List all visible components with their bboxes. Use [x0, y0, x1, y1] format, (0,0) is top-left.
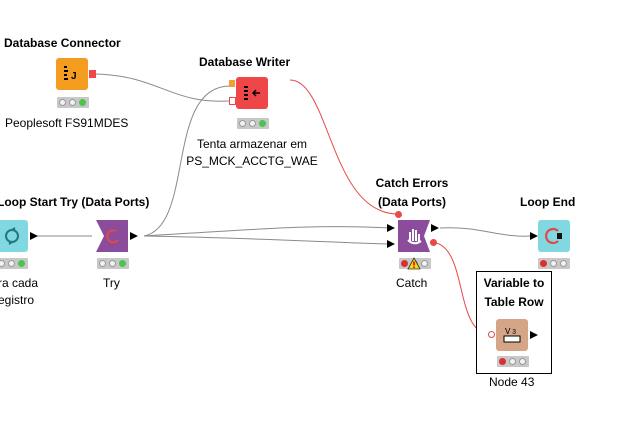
input-port-triangle[interactable] — [529, 231, 539, 241]
node-label-node-43[interactable]: Node 43 — [489, 375, 535, 389]
status-dot-red — [99, 260, 106, 267]
status-traffic-light — [497, 356, 529, 367]
output-port-triangle[interactable] — [430, 223, 440, 233]
try-icon — [96, 220, 128, 252]
input-port-triangle[interactable] — [386, 239, 396, 249]
status-dot-red — [239, 120, 246, 127]
input-port-flow-variable[interactable] — [488, 331, 495, 338]
output-port-triangle[interactable] — [29, 231, 39, 241]
connection-try-to-catch-top — [143, 226, 389, 237]
output-port-triangle[interactable] — [129, 231, 139, 241]
database-icon: J — [64, 66, 77, 82]
status-traffic-light — [0, 258, 28, 269]
status-traffic-light — [57, 97, 89, 108]
node-label-loop-start[interactable]: ra cada egistro — [0, 275, 38, 309]
svg-text:J: J — [71, 71, 77, 82]
node-title-line: (Data Ports) — [377, 195, 446, 209]
status-traffic-light — [237, 118, 269, 129]
node-label-try[interactable]: Try — [103, 276, 120, 290]
status-dot-red — [59, 99, 66, 106]
node-label-line: PS_MCK_ACCTG_WAE — [186, 154, 318, 168]
status-dot-green — [259, 120, 266, 127]
input-port-triangle[interactable] — [386, 223, 396, 233]
connection-connector-to-writer — [95, 73, 230, 102]
flow-variable-writer-to-catch — [289, 79, 399, 215]
catch-hand-icon — [398, 220, 430, 252]
status-dot-red — [499, 358, 506, 365]
status-dot-green — [560, 260, 567, 267]
status-dot-green — [519, 358, 526, 365]
node-title-database-writer[interactable]: Database Writer — [199, 55, 291, 69]
node-loop-start[interactable] — [0, 220, 28, 252]
input-port-flow-variable[interactable] — [395, 211, 402, 218]
svg-text:V: V — [505, 327, 511, 337]
status-dot-green — [119, 260, 126, 267]
output-port-flow-variable[interactable] — [430, 239, 437, 246]
node-variable-to-table-row[interactable]: V 3 — [496, 319, 528, 351]
status-dot-yellow — [509, 358, 516, 365]
status-dot-red — [0, 260, 5, 267]
node-database-connector[interactable]: J — [56, 58, 88, 90]
node-title-variable-to-table-row[interactable]: Variable to Table Row — [477, 274, 551, 312]
status-dot-green — [79, 99, 86, 106]
input-port-flow-variable[interactable] — [229, 80, 235, 87]
output-port-database-connection[interactable] — [89, 70, 96, 78]
status-dot-yellow — [69, 99, 76, 106]
table-write-icon — [244, 86, 260, 100]
status-dot-red — [540, 260, 547, 267]
connection-catch-to-loopend — [439, 227, 532, 237]
svg-text:3: 3 — [512, 329, 516, 337]
node-label-catch[interactable]: Catch — [396, 276, 428, 290]
node-label-database-writer[interactable]: Tenta armazenar em PS_MCK_ACCTG_WAE — [180, 136, 324, 170]
status-dot-yellow — [249, 120, 256, 127]
node-label-line: Tenta armazenar em — [196, 137, 308, 151]
status-dot-red — [401, 260, 408, 267]
warning-icon[interactable] — [407, 257, 421, 270]
node-title-loop-start[interactable]: Loop Start — [0, 195, 57, 209]
variable-to-row-icon: V 3 — [503, 327, 521, 343]
node-title-line: Catch Errors — [375, 176, 449, 190]
node-title-line: Table Row — [484, 295, 544, 309]
status-traffic-light — [538, 258, 570, 269]
node-title-try[interactable]: Try (Data Ports) — [60, 195, 150, 209]
connection-try-to-catch-bottom — [143, 235, 389, 245]
status-dot-yellow — [550, 260, 557, 267]
node-loop-end[interactable] — [538, 220, 570, 252]
node-title-database-connector[interactable]: Database Connector — [4, 36, 121, 50]
status-dot-yellow — [8, 260, 15, 267]
loop-icon — [5, 227, 19, 245]
output-port-triangle[interactable] — [529, 330, 539, 340]
connection-try-to-writer — [143, 85, 231, 237]
status-dot-green — [421, 260, 428, 267]
node-database-writer[interactable] — [236, 77, 268, 109]
node-title-line: Variable to — [483, 276, 545, 290]
node-title-loop-end[interactable]: Loop End — [520, 195, 576, 209]
input-port-database-connection[interactable] — [229, 97, 236, 105]
node-label-line: egistro — [0, 293, 35, 307]
loop-end-icon — [545, 227, 562, 245]
status-dot-green — [18, 260, 25, 267]
node-try[interactable] — [96, 220, 128, 252]
node-title-catch-errors[interactable]: Catch Errors (Data Ports) — [360, 174, 464, 212]
node-label-database-connector[interactable]: Peoplesoft FS91MDES — [5, 116, 129, 130]
node-catch-errors[interactable] — [398, 220, 430, 252]
status-dot-yellow — [109, 260, 116, 267]
node-label-line: ra cada — [0, 276, 39, 290]
status-traffic-light — [97, 258, 129, 269]
